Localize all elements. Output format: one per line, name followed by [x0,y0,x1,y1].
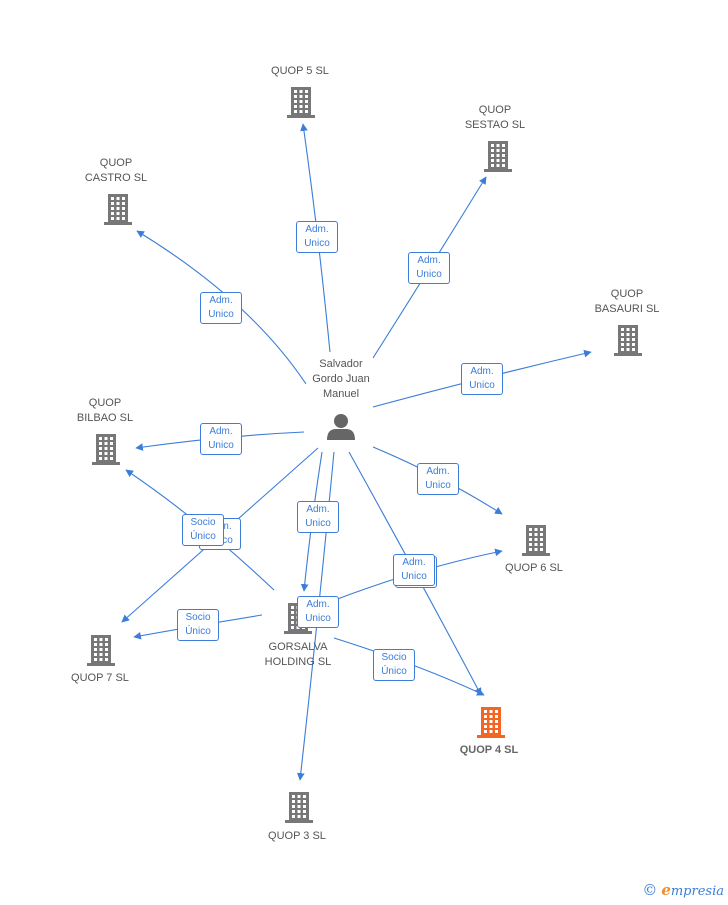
building-icon-q6[interactable] [522,525,550,556]
node-label-q4[interactable]: QUOP 4 SL [459,744,519,756]
edge-label-person-to-castro[interactable]: Adm. Unico [200,292,242,324]
edge-label-person-to-q5[interactable]: Adm. Unico [296,221,338,253]
node-label-sestao[interactable]: QUOP SESTAO SL [464,104,526,131]
edge-label-person-to-basauri[interactable]: Adm. Unico [461,363,503,395]
edge-label-person-to-q3[interactable]: Adm. Unico [297,596,339,628]
edge-label-gorsalva-to-q7[interactable]: Socio Único [177,609,219,641]
person-icon-person[interactable] [327,414,355,440]
edge-label-person-to-gorsalva[interactable]: Adm. Unico [297,501,339,533]
building-icon-q3[interactable] [285,792,313,823]
edge-label-gorsalva-to-q4[interactable]: Socio Único [373,649,415,681]
building-icon-q7[interactable] [87,635,115,666]
node-label-person[interactable]: Salvador Gordo Juan Manuel [312,358,370,400]
node-label-gorsalva[interactable]: GORSALVA HOLDING SL [264,641,332,668]
edge-label-gorsalva-to-q6[interactable]: Adm. Unico [393,554,435,586]
node-label-basauri[interactable]: QUOP BASAURI SL [594,288,660,315]
edge-label-person-to-q6[interactable]: Adm. Unico [417,463,459,495]
node-label-q3[interactable]: QUOP 3 SL [268,830,326,842]
brand-logo: ©empresia [642,881,724,899]
building-icon-sestao[interactable] [484,141,512,172]
node-label-q7[interactable]: QUOP 7 SL [71,672,129,684]
nodes-layer [87,87,642,823]
building-icon-basauri[interactable] [614,325,642,356]
brand-name: mpresia [670,884,724,899]
building-icon-q4[interactable] [477,707,505,738]
building-icon-bilbao[interactable] [92,434,120,465]
building-icon-q5[interactable] [287,87,315,118]
node-label-castro[interactable]: QUOP CASTRO SL [84,157,148,184]
edge-label-person-to-sestao[interactable]: Adm. Unico [408,252,450,284]
edge-label-gorsalva-to-bilbao[interactable]: Socio Único [182,514,224,546]
edge-label-person-to-bilbao[interactable]: Adm. Unico [200,423,242,455]
building-icon-castro[interactable] [104,194,132,225]
node-label-q6[interactable]: QUOP 6 SL [505,562,563,574]
node-label-q5[interactable]: QUOP 5 SL [271,65,329,77]
edges-layer [121,123,592,781]
copyright-icon: © [642,881,658,899]
brand-initial: e [661,881,671,899]
node-label-bilbao[interactable]: QUOP BILBAO SL [76,397,134,424]
